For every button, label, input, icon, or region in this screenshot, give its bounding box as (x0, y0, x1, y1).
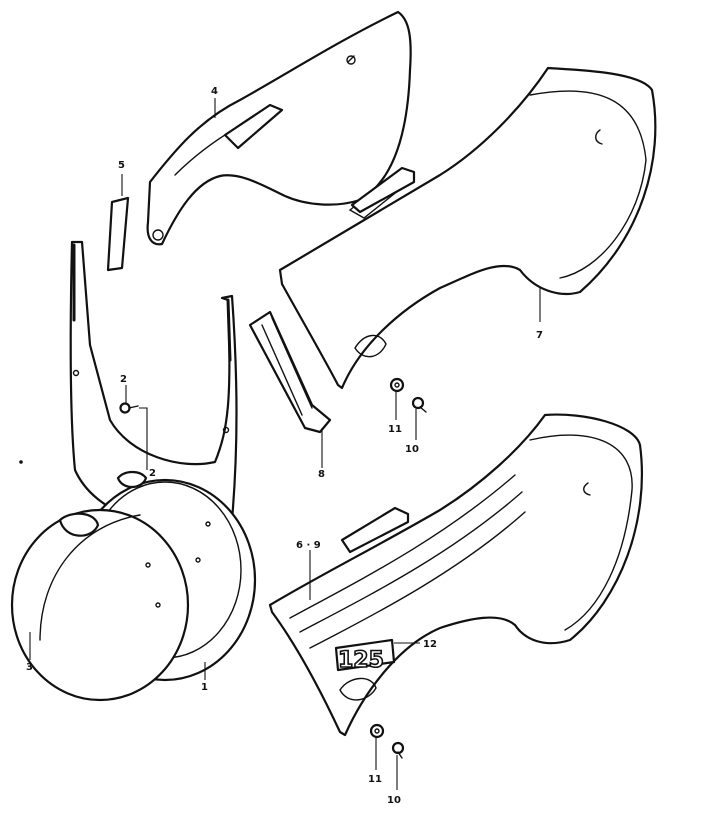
callout-2: 2 (120, 374, 127, 385)
right-side-cover (278, 66, 657, 390)
headlight-cover (10, 508, 190, 702)
callout-3: 3 (26, 662, 33, 673)
callout-4: 4 (211, 86, 218, 97)
callout-12: 12 (423, 639, 437, 650)
callout-6-9: 6 · 9 (296, 540, 321, 551)
leader-lines (29, 98, 541, 790)
bolt-lower (391, 741, 405, 759)
callout-1: 1 (201, 682, 208, 693)
125-emblem: 125 (334, 638, 396, 674)
callout-7: 7 (536, 330, 543, 341)
callout-10-upper: 10 (405, 444, 419, 455)
screw (119, 402, 139, 414)
callout-5: 5 (118, 160, 125, 171)
washer-lower (369, 723, 385, 739)
callout-8: 8 (318, 469, 325, 480)
callout-10-lower: 10 (387, 795, 401, 806)
upper-side-cover (146, 10, 412, 246)
washer-upper (389, 377, 405, 393)
bolt-upper (411, 396, 427, 413)
callout-11-upper: 11 (388, 424, 402, 435)
callout-2-on-shell: 2 (149, 468, 156, 479)
trim-strip (106, 196, 130, 272)
callout-11-lower: 11 (368, 774, 382, 785)
stray-dot (19, 460, 23, 464)
left-side-cover (268, 413, 644, 737)
emblem-text: 125 (338, 648, 384, 673)
rubber-guard (248, 310, 332, 434)
